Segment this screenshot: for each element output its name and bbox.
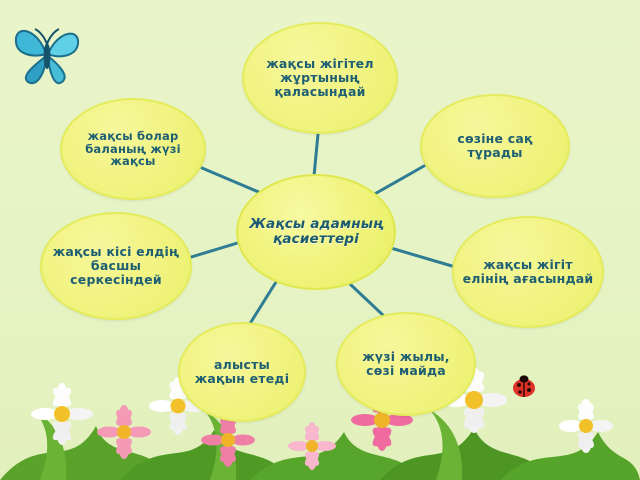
mindmap-node-3: жақсы кісі елдің басшы серкесіндей	[40, 212, 192, 320]
mindmap-node-2: сөзіне сақ тұрады	[420, 94, 570, 198]
mindmap-center-node: Жақсы адамның қасиеттері	[236, 174, 396, 290]
mindmap-node-6: жүзі жылы, сөзі майда	[336, 312, 476, 416]
mindmap-node-5: алысты жақын етеді	[178, 322, 306, 422]
mindmap-node-4: жақсы жігіт елінің ағасындай	[452, 216, 604, 328]
mindmap-node-1: жақсы болар баланың жүзі жақсы	[60, 98, 206, 200]
mindmap-node-0: жақсы жігітел жұртының қаласындай	[242, 22, 398, 134]
butterfly-icon	[14, 28, 80, 85]
